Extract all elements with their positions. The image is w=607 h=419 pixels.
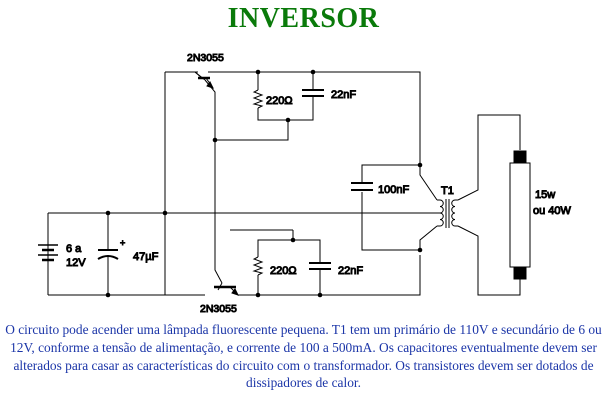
junction-dots: [105, 69, 423, 298]
transformer-label: T1: [441, 185, 454, 197]
capacitor-top-label: 22nF: [331, 89, 356, 101]
resistor-bottom-symbol: [252, 256, 264, 276]
transistor-bottom-label: 2N3055: [200, 303, 237, 315]
fluorescent-lamp-symbol: [509, 150, 531, 280]
capacitor-primary-label: 100nF: [378, 184, 409, 196]
inverter-schematic: 2N3055 2N3055 220Ω 22nF 220Ω 22nF 100nF: [38, 52, 572, 316]
capacitor-bottom-symbol: [309, 262, 331, 270]
resistor-top-symbol: [252, 89, 264, 109]
capacitor-bottom-label: 22nF: [338, 265, 363, 277]
lamp-label-line2: ou 40W: [533, 205, 572, 217]
transistor-top-label: 2N3055: [187, 52, 224, 64]
transistor-top-symbol: [194, 71, 214, 89]
capacitor-top-symbol: [302, 89, 324, 97]
page-title: INVERSOR: [227, 3, 380, 34]
electrolytic-plus-sign: +: [120, 238, 125, 248]
transistor-bottom-symbol: [214, 282, 239, 296]
battery-label-line1: 6 a: [66, 243, 82, 255]
capacitor-primary-symbol: [351, 182, 373, 191]
wires: [47, 71, 521, 296]
battery-label-line2: 12V: [66, 257, 86, 269]
transformer-symbol: [437, 199, 458, 228]
electrolytic-capacitor-symbol: [97, 213, 119, 295]
electrolytic-capacitor-label: 47µF: [133, 251, 159, 263]
lamp-label-line1: 15w: [535, 189, 555, 201]
resistor-bottom-label: 220Ω: [270, 265, 297, 277]
resistor-top-label: 220Ω: [266, 95, 293, 107]
battery-symbol: [38, 244, 58, 262]
caption: O circuito pode acender uma lâmpada fluo…: [5, 322, 602, 391]
